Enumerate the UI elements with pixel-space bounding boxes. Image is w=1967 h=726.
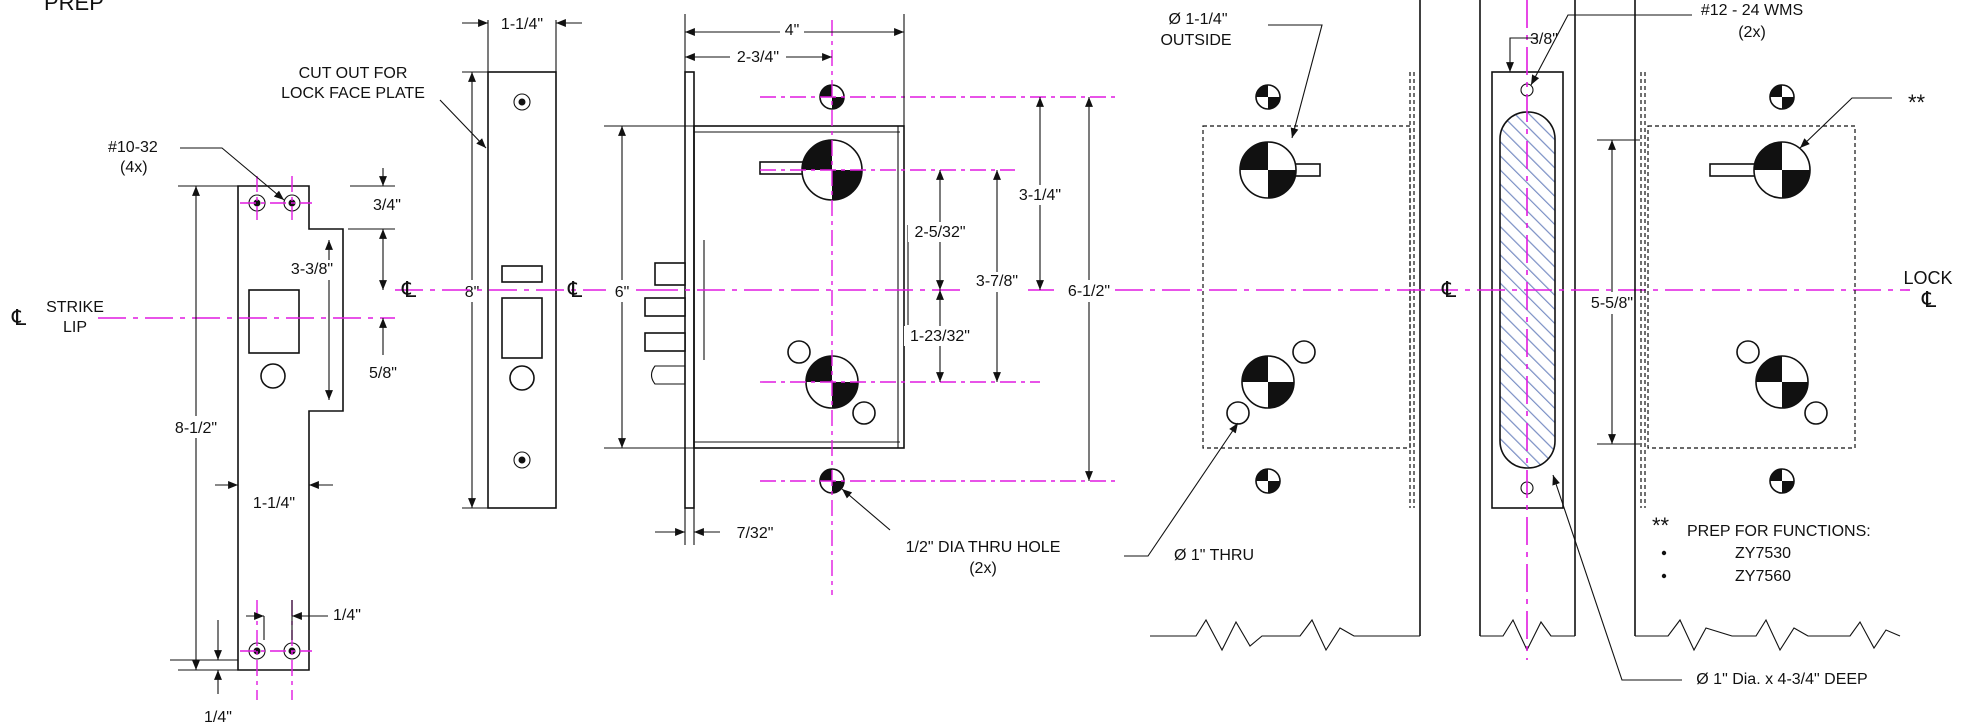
- thru-hole-label: 1/2" DIA THRU HOLE: [906, 539, 1061, 556]
- dim-strike-lower: 5/8": [369, 365, 397, 382]
- stars-label: **: [1908, 90, 1926, 115]
- dim-upper-hole: 3-1/4": [1019, 187, 1061, 204]
- deep-label: Ø 1" Dia. x 4-3/4" DEEP: [1696, 671, 1867, 688]
- wms-label: #12 - 24 WMS: [1701, 2, 1803, 19]
- wms-qty: (2x): [1738, 24, 1766, 41]
- dim-pocket: 5-5/8": [1591, 295, 1633, 312]
- dim-case-depth: 4": [785, 22, 800, 39]
- dim-hub-lower: 1-23/32": [910, 328, 970, 345]
- dim-strike-height: 8-1/2": [175, 420, 217, 437]
- dim-strike-width: 1-1/4": [253, 495, 295, 512]
- dim-strike-top: 3/4": [373, 197, 401, 214]
- outside-dia-label: Ø 1-1/4": [1168, 11, 1227, 28]
- outside-label: OUTSIDE: [1160, 32, 1231, 49]
- inside-door-view: ** LOCK ℄ ** PREP FOR FUNCTIONS: ZY7530 …: [1634, 0, 1953, 652]
- prep-stars: **: [1652, 513, 1670, 538]
- door-edge-view: ℄ 3/8" #12 - 24 WMS (2x) 5-5/8" Ø 1" Dia…: [1430, 0, 1910, 688]
- lock-cl: ℄: [1921, 287, 1937, 312]
- dim-thru-spacing: 6-1/2": [1068, 283, 1110, 300]
- dim-backset: 2-3/4": [737, 49, 779, 66]
- dim-edge-top: 3/8": [1530, 31, 1558, 48]
- dim-faceplate-thk: 7/32": [737, 525, 774, 542]
- outside-door-view: Ø 1-1/4" OUTSIDE Ø 1" THRU: [1115, 0, 1430, 652]
- dim-strike-bottom-offset: 1/4": [333, 607, 361, 624]
- edge-cl: ℄: [1441, 277, 1457, 302]
- screw-1032-qty: (4x): [120, 159, 148, 176]
- trim-upper-outside: [1239, 141, 1321, 199]
- strike-cutout: [248, 289, 300, 354]
- function-1: ZY7530: [1735, 545, 1791, 562]
- page-title: PREP: [44, 0, 104, 15]
- dim-faceplate-width: 1-1/4": [501, 16, 543, 33]
- screw-1032-label: #10-32: [108, 139, 158, 156]
- trim-lower-inside: [1736, 340, 1828, 425]
- strike-hole: [260, 363, 286, 389]
- thru-hole-qty: (2x): [969, 560, 997, 577]
- prep-functions-label: PREP FOR FUNCTIONS:: [1687, 523, 1871, 540]
- dim-trim-center: 3-7/8": [976, 273, 1018, 290]
- thru-holes-inside: [1769, 84, 1795, 494]
- dim-faceplate-height: 8": [465, 284, 480, 301]
- dim-strike-cutout: 3-3/8": [291, 261, 333, 278]
- lock-cl-label: LOCK: [1903, 268, 1952, 288]
- thru-dia-label: Ø 1" THRU: [1174, 547, 1254, 564]
- lock-case-view: 4" 2-3/4" 6" 7/32" 2-5/32" 1-23/32" 3-1/…: [604, 14, 1122, 595]
- trim-lower-outside: [1226, 340, 1316, 425]
- case-cl: ℄: [567, 277, 583, 302]
- trim-upper-inside: [1709, 141, 1811, 199]
- strike-lip-cl: ℄: [11, 305, 27, 330]
- faceplate-cl: ℄: [401, 277, 417, 302]
- dim-strike-bottom-gap: 1/4": [204, 709, 232, 726]
- function-2: ZY7560: [1735, 568, 1791, 585]
- dim-hub-upper: 2-5/32": [914, 224, 965, 241]
- dim-case-height: 6": [615, 284, 630, 301]
- thru-holes-outside: [1255, 84, 1281, 494]
